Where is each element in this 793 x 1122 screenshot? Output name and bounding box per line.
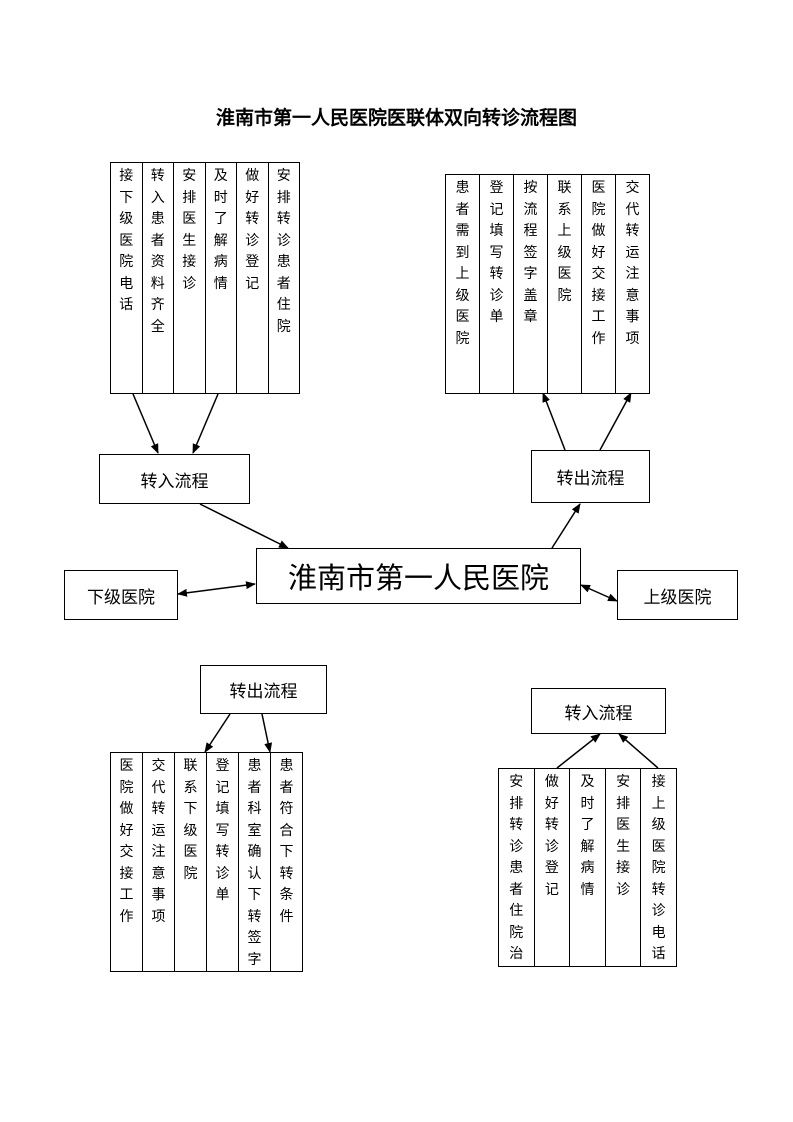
arrow-bl-2 [261,713,273,753]
top-right-steps-panel: 患者需到上级医院登记填写转诊单按流程签字盖章联系上级医院医院做好交接工作交代转运… [445,174,650,394]
page-title: 淮南市第一人民医院医联体双向转诊流程图 [215,107,577,129]
step-column: 联系上级医院 [547,175,581,393]
step-column: 做好转诊登记 [533,769,570,966]
step-column: 患者需到上级医院 [455,180,470,347]
step-column: 患者符合下转条件 [270,753,302,971]
step-column: 接上级医院转诊电话 [640,769,676,966]
bottom-right-transfer-in-box: 转入流程 [531,688,666,734]
step-column: 登记填写转诊单 [206,753,238,971]
step-column: 交代转运注意事项 [142,753,174,971]
top-right-label: 转出流程 [556,469,625,489]
central-hospital-name: 淮南市第一人民医院 [287,561,549,595]
arrow-br-2 [618,733,659,769]
step-column: 及时了解病情 [204,163,237,393]
step-column: 按流程签字盖章 [513,175,547,393]
top-left-label: 转入流程 [140,471,209,492]
step-column: 医院做好交接工作 [119,758,134,925]
bottom-left-label: 转出流程 [229,682,298,702]
upper-hospital-box: 上级医院 [617,570,738,620]
arrow-lower-link [177,581,256,597]
step-column: 安排转诊患者住院治 [509,774,524,962]
arrow-tr-2 [599,392,632,451]
bottom-left-steps-panel: 医院做好交接工作交代转运注意事项联系下级医院登记填写转诊单患者科室确认下转签字患… [110,752,303,972]
top-right-transfer-out-box: 转出流程 [531,450,650,503]
step-column: 安排转诊患者住院 [267,163,300,393]
step-column: 交代转运注意事项 [615,175,649,393]
step-column: 接下级医院电话 [119,168,134,313]
step-column: 做好转诊登记 [236,163,268,393]
lower-hospital-label: 下级医院 [87,587,155,608]
bottom-left-transfer-out-box: 转出流程 [200,665,327,714]
top-left-steps-panel: 接下级医院电话转入患者资料齐全安排医生接诊及时了解病情做好转诊登记安排转诊患者住… [110,162,300,394]
arrow-tr-1 [542,392,566,451]
step-column: 安排医生接诊 [173,163,205,393]
bottom-right-label: 转入流程 [564,703,633,724]
arrow-tl-2 [192,393,219,454]
bottom-right-steps-panel: 安排转诊患者住院治做好转诊登记及时了解病情安排医生接诊接上级医院转诊电话 [498,768,677,967]
step-column: 联系下级医院 [174,753,206,971]
lower-hospital-box: 下级医院 [64,570,178,620]
central-hospital-box: 淮南市第一人民医院 [256,548,581,604]
step-column: 及时了解病情 [569,769,605,966]
step-column: 安排医生接诊 [604,769,641,966]
step-column: 转入患者资料齐全 [141,163,174,393]
arrow-bl-1 [204,713,231,753]
arrow-in-to-center [199,503,289,549]
top-left-transfer-in-box: 转入流程 [99,454,250,504]
arrow-tl-1 [132,393,159,454]
arrow-br-1 [556,733,601,769]
arrow-center-to-out [551,503,581,549]
step-column: 医院做好交接工作 [581,175,615,393]
step-column: 患者科室确认下转签字 [238,753,270,971]
upper-hospital-label: 上级医院 [643,587,712,608]
step-column: 登记填写转诊单 [479,175,513,393]
arrow-upper-link [580,584,618,602]
